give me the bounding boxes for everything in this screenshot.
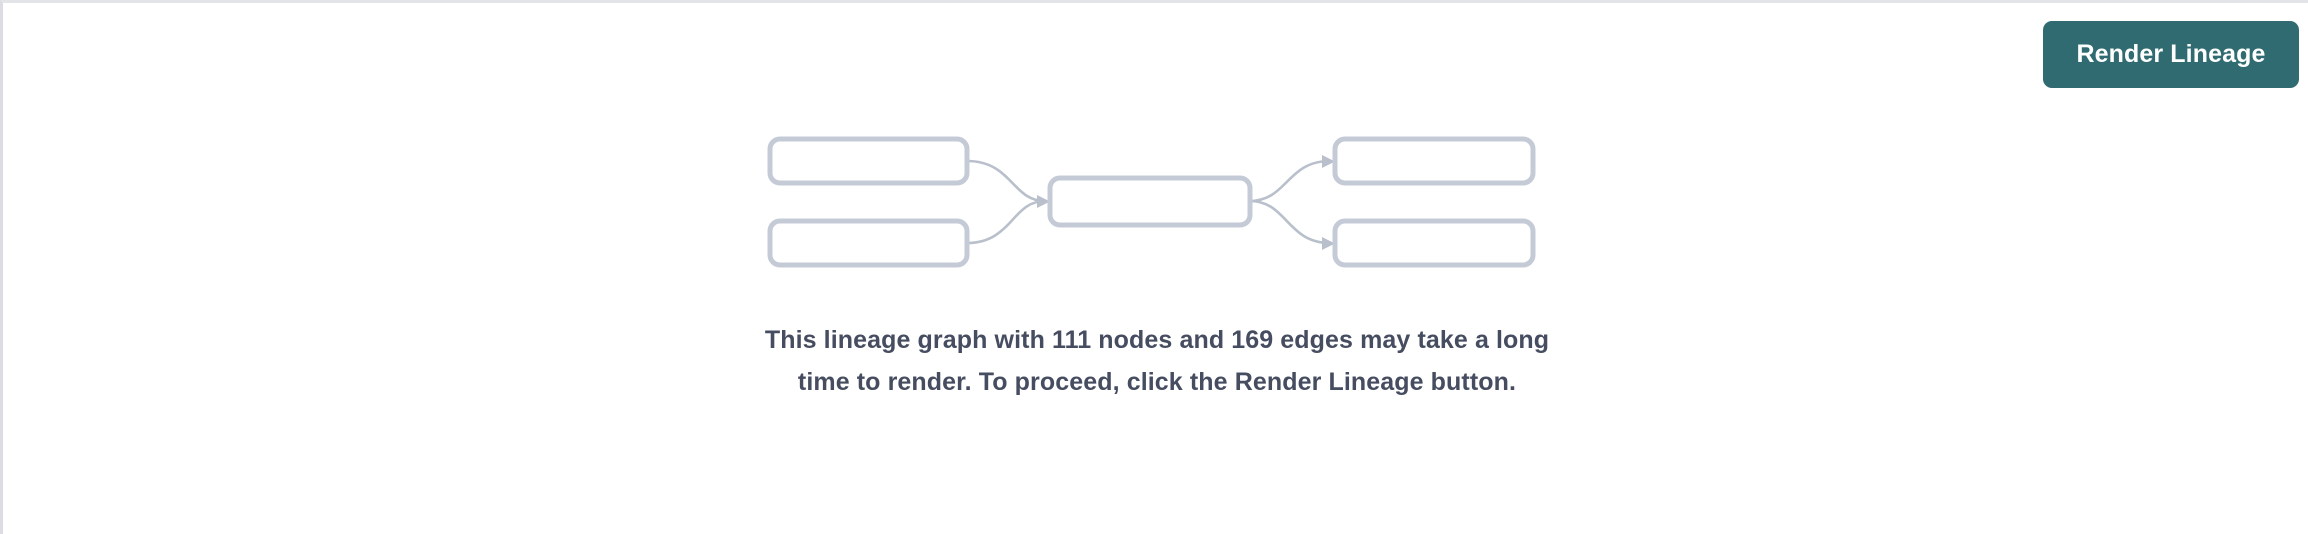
- lineage-empty-state: This lineage graph with 111 nodes and 16…: [3, 3, 2308, 534]
- edge-upstream-1-to-focus: [966, 159, 1046, 203]
- graph-node-downstream-1: [1332, 136, 1536, 186]
- arrowhead-into-downstream-2: [1322, 237, 1335, 250]
- edge-upstream-2-to-focus: [966, 199, 1046, 245]
- edge-focus-to-downstream-1: [1249, 159, 1331, 203]
- lineage-empty-message: This lineage graph with 111 nodes and 16…: [764, 326, 1550, 396]
- graph-node-downstream-2: [1332, 218, 1536, 268]
- edge-focus-to-downstream-2: [1249, 199, 1331, 245]
- lineage-graph-illustration: [767, 136, 1536, 268]
- render-lineage-button[interactable]: Render Lineage: [2043, 21, 2299, 88]
- arrowhead-into-focus: [1037, 195, 1050, 208]
- graph-node-upstream-1: [767, 136, 970, 186]
- arrowhead-into-downstream-1: [1322, 155, 1335, 168]
- graph-node-upstream-2: [767, 218, 970, 268]
- graph-node-focus: [1047, 175, 1253, 228]
